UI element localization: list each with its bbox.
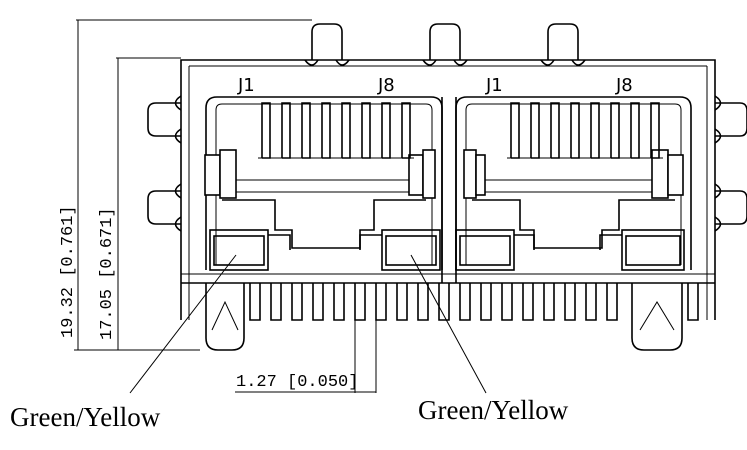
led-callout-right: Green/Yellow: [418, 395, 569, 425]
right-port: [455, 96, 692, 271]
pin-label-right-j8: J8: [615, 75, 633, 96]
right-port-contacts: [507, 102, 663, 159]
overall-height-dimension: 19.32 [0.761]: [59, 205, 78, 338]
top-tabs: [304, 23, 586, 66]
pins: [249, 283, 699, 321]
pin-label-left-j1: J1: [237, 75, 255, 96]
left-port-contacts: [258, 102, 414, 159]
left-port: [204, 96, 443, 271]
pin-label-left-j8: J8: [377, 75, 395, 96]
board-posts: [205, 283, 683, 351]
body-height-dimension: 17.05 [0.671]: [98, 207, 117, 340]
led-callout-left: Green/Yellow: [10, 402, 161, 432]
callout-leaders: [129, 254, 487, 394]
side-tabs: [147, 95, 747, 232]
shield-body: [180, 59, 716, 320]
pin-label-right-j1: J1: [485, 75, 503, 96]
pin-pitch-dimension: 1.27 [0.050]: [236, 373, 358, 392]
center-divider: [441, 97, 457, 283]
dimension-lines: [74, 19, 377, 393]
